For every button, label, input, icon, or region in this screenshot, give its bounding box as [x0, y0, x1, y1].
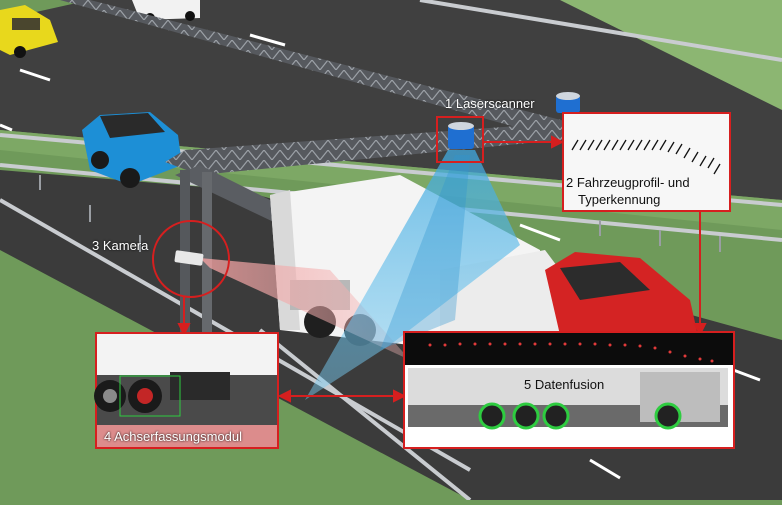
- laser-beam-inner: [380, 155, 470, 350]
- label-fahrzeugprofil-line2: Typerkennung: [578, 192, 661, 207]
- label-laserscanner: 1 Laserscanner: [445, 96, 535, 111]
- fusion-panel: [403, 331, 735, 449]
- fusion-wheels: [478, 402, 682, 430]
- scanner-highlight-box: [436, 116, 484, 163]
- label-kamera: 3 Kamera: [92, 238, 149, 253]
- label-datenfusion: 5 Datenfusion: [524, 377, 605, 392]
- camera-icon: [174, 250, 204, 266]
- fusion-scan-dots: [428, 342, 714, 363]
- profile-scan-lines: [571, 139, 721, 175]
- car-yellow: [0, 5, 58, 58]
- camera-highlight-circle: [152, 220, 230, 298]
- label-fahrzeugprofil-line1: 2 Fahrzeugprofil- und: [566, 175, 690, 190]
- laser-scanner-icon: [448, 92, 580, 149]
- laser-beam: [305, 150, 520, 400]
- connector-arrows: [177, 135, 707, 403]
- car-blue: [82, 112, 182, 188]
- gantry: [60, 0, 610, 337]
- profile-panel: [562, 112, 731, 212]
- axle-panel: [94, 332, 279, 449]
- guardrail-posts: [39, 175, 721, 252]
- label-achserfassung: 4 Achserfassungsmodul: [104, 429, 243, 444]
